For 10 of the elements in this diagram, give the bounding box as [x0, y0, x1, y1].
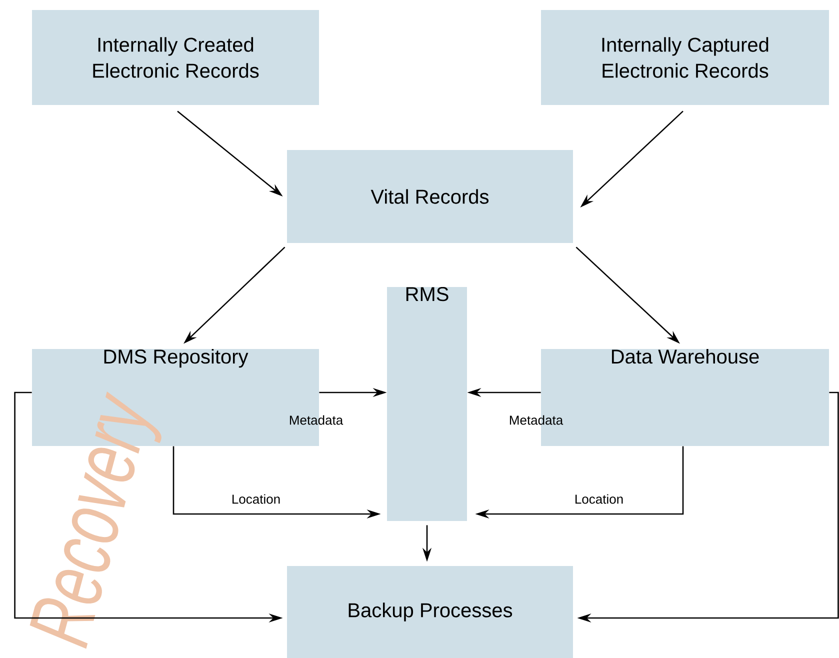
process-box: RMS [387, 287, 467, 521]
edge-label: Metadata [290, 415, 344, 425]
process-box: Backup Processes [287, 566, 573, 658]
edge-label: Metadata [510, 415, 564, 425]
process-box: Vital Records [287, 150, 573, 243]
process-box: Internally Captured Electronic Records [541, 10, 829, 105]
rotated-label: Recovery [30, 392, 162, 649]
edge-label: Location [576, 494, 623, 504]
process-box: Internally Created Electronic Records [32, 10, 319, 105]
edge-label: Location [232, 494, 280, 504]
